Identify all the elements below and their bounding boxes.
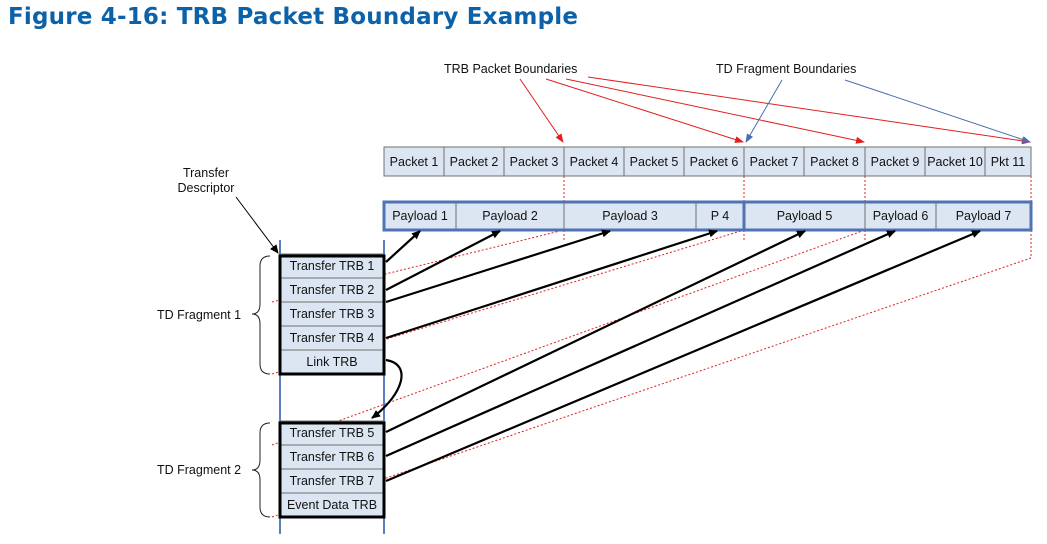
trb-to-payload-arrow: [385, 229, 896, 458]
packet-label: Packet 8: [810, 155, 859, 169]
td-fragment-2-stack: Transfer TRB 5 Transfer TRB 6 Transfer TRB…: [279, 420, 385, 518]
td-fragment-2-brace: [251, 422, 271, 518]
payload-label: Payload 3: [602, 209, 658, 223]
packet-boundary-arrow: [587, 76, 1031, 145]
trb-cell: [279, 301, 385, 327]
payload-label: Payload 2: [482, 209, 538, 223]
packet-cell: [924, 146, 986, 177]
td-fragment-1-brace: [251, 255, 271, 375]
packet-label: Packet 1: [390, 155, 439, 169]
payload-label: Payload 6: [873, 209, 929, 223]
trb-label: Transfer TRB 7: [290, 474, 375, 488]
trb-to-payload-arrow: [385, 229, 981, 483]
packet-row: Packet 1 Packet 2 Packet 3 Packet 4 Packet 5…: [383, 146, 1032, 177]
transfer-descriptor-label: Descriptor: [178, 181, 235, 195]
packet-cell: [623, 146, 685, 177]
packet-label: Pkt 11: [991, 155, 1026, 169]
payload-label: Payload 7: [956, 209, 1012, 223]
trb-label: Transfer TRB 2: [290, 283, 375, 297]
td-fragment-1-border: [278, 254, 386, 376]
packet-label: Packet 9: [871, 155, 920, 169]
trb-label: Transfer TRB 4: [290, 331, 375, 345]
trb-label: Transfer TRB 1: [290, 259, 375, 273]
td-fragment-2-label: TD Fragment 2: [157, 463, 241, 477]
transfer-descriptor-label: Transfer: [183, 166, 229, 180]
packet-cell: [803, 146, 866, 177]
payload-label: P 4: [711, 209, 730, 223]
td-fragment-1-stack: Transfer TRB 1 Transfer TRB 2 Transfer TRB…: [279, 253, 385, 375]
trb-cell: [279, 444, 385, 470]
packet-cell: [984, 146, 1032, 177]
packet-boundary-arrow: [519, 78, 564, 143]
trb-to-payload-arrow: [385, 229, 718, 340]
packet-cell: [503, 146, 565, 177]
trb-label: Transfer TRB 5: [290, 426, 375, 440]
boundary-guide: [271, 257, 1032, 518]
trb-label: Transfer TRB 3: [290, 307, 375, 321]
payload-label: Payload 1: [392, 209, 448, 223]
trb-cell: [279, 349, 385, 375]
fragment-boundary-arrow: [844, 79, 1031, 143]
fragment-boundary-arrow: [745, 79, 783, 143]
trb-label: Link TRB: [306, 355, 357, 369]
trb-cell: [279, 325, 385, 351]
packet-label: Packet 2: [450, 155, 499, 169]
packet-label: Packet 5: [630, 155, 679, 169]
td-fragment-boundaries-label: TD Fragment Boundaries: [716, 62, 856, 76]
link-trb-arrow: [371, 358, 403, 419]
trb-label: Transfer TRB 6: [290, 450, 375, 464]
trb-cell: [279, 253, 385, 279]
trb-cell: [279, 277, 385, 303]
packet-cell: [563, 146, 625, 177]
td-fragment-1-label: TD Fragment 1: [157, 308, 241, 322]
packet-label: Packet 10: [927, 155, 983, 169]
trb-label: Event Data TRB: [287, 498, 377, 512]
trb-packet-boundaries-label: TRB Packet Boundaries: [444, 62, 577, 76]
packet-cell: [383, 146, 445, 177]
payload-row: Payload 1 Payload 2 Payload 3 P 4 Payload 5 P…: [384, 202, 1031, 230]
transfer-descriptor-pointer: [235, 196, 279, 254]
packet-boundary-arrow: [545, 78, 744, 143]
trb-to-payload-arrow: [385, 229, 611, 304]
packet-label: Packet 7: [750, 155, 799, 169]
trb-to-payload-arrow: [385, 230, 421, 263]
figure-title: Figure 4-16: TRB Packet Boundary Example: [8, 4, 579, 30]
trb-to-payload-arrow: [385, 230, 501, 291]
td-fragment-2-border: [278, 421, 386, 519]
packet-label: Packet 3: [510, 155, 559, 169]
packet-label: Packet 4: [570, 155, 619, 169]
packet-boundary-arrow: [565, 78, 865, 144]
trb-to-payload-arrow: [385, 230, 806, 433]
payload-label: Payload 5: [777, 209, 833, 223]
packet-cell: [443, 146, 505, 177]
packet-label: Packet 6: [690, 155, 739, 169]
boundary-guide: [271, 229, 866, 446]
payload-frame-right: [742, 200, 1033, 232]
